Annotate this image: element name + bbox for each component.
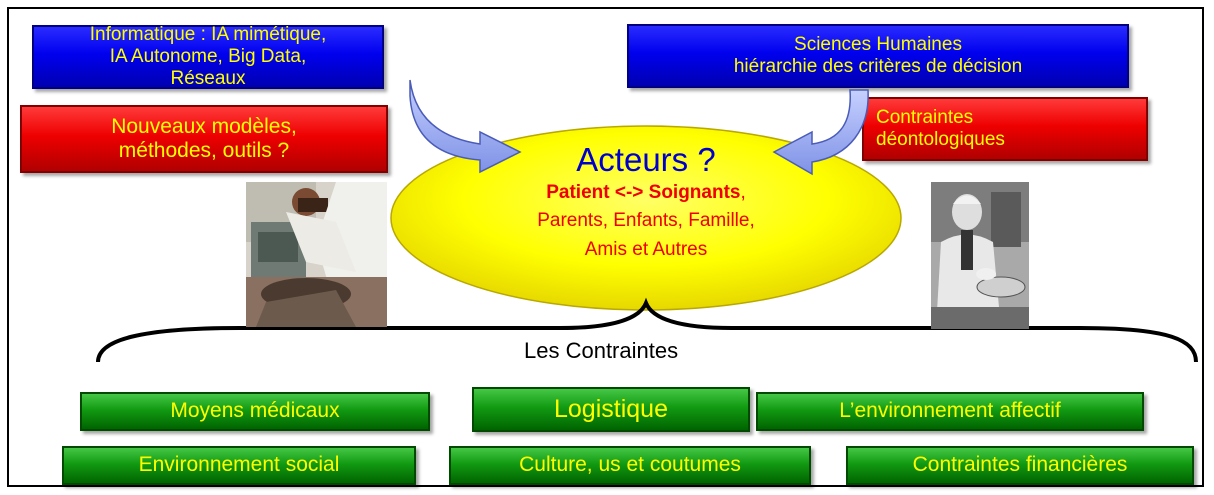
environnement-social-label: Environnement social <box>138 453 340 477</box>
acteurs-line-famille: Parents, Enfants, Famille, <box>537 210 755 231</box>
culture-label: Culture, us et coutumes <box>519 453 741 477</box>
contraintes-brace <box>96 297 1198 363</box>
environnement-affectif-label: L’environnement affectif <box>839 399 1061 423</box>
environnement-social-box: Environnement social <box>62 446 416 485</box>
acteurs-content: Acteurs ? Patient <-> Soignants, Parents… <box>410 140 882 264</box>
informatique-label: Informatique : IA mimétique, IA Autonome… <box>89 24 327 89</box>
scientist-photo <box>931 182 1029 329</box>
contraintes-financieres-box: Contraintes financières <box>846 446 1194 485</box>
sciences-humaines-subtitle: hiérarchie des critères de décision <box>733 56 1023 77</box>
acteurs-ellipse <box>390 125 902 311</box>
sciences-humaines-box: Sciences Humaines hiérarchie des critère… <box>627 24 1129 88</box>
right-curved-arrow <box>772 89 869 176</box>
contraintes-deontologiques-box: Contraintes déontologiques <box>862 97 1148 161</box>
contraintes-financieres-label: Contraintes financières <box>912 453 1128 477</box>
moyens-medicaux-label: Moyens médicaux <box>170 399 340 423</box>
brace-label: Les Contraintes <box>524 338 679 363</box>
sciences-humaines-title: Sciences Humaines <box>794 34 962 56</box>
nurse-patient-photo <box>246 182 387 327</box>
acteurs-line-patients: Patient <-> Soignants, <box>410 180 882 206</box>
moyens-medicaux-box: Moyens médicaux <box>80 392 430 431</box>
left-curved-arrow <box>409 79 522 174</box>
contraintes-deontologiques-line2: déontologiques <box>876 129 1005 150</box>
acteurs-line-amis: Amis et Autres <box>584 239 708 260</box>
patient-soignants-comma: , <box>740 182 746 203</box>
acteurs-title: Acteurs ? <box>576 141 716 178</box>
logistique-box: Logistique <box>472 387 750 432</box>
contraintes-deontologiques-line1: Contraintes <box>876 107 974 129</box>
patient-soignants-text: Patient <-> Soignants <box>546 182 741 203</box>
logistique-label: Logistique <box>554 395 668 424</box>
informatique-box: Informatique : IA mimétique, IA Autonome… <box>32 24 384 89</box>
culture-box: Culture, us et coutumes <box>449 446 811 485</box>
environnement-affectif-box: L’environnement affectif <box>756 392 1144 431</box>
nouveaux-modeles-label: Nouveaux modèles, méthodes, outils ? <box>111 114 297 162</box>
nouveaux-modeles-box: Nouveaux modèles, méthodes, outils ? <box>20 105 388 173</box>
